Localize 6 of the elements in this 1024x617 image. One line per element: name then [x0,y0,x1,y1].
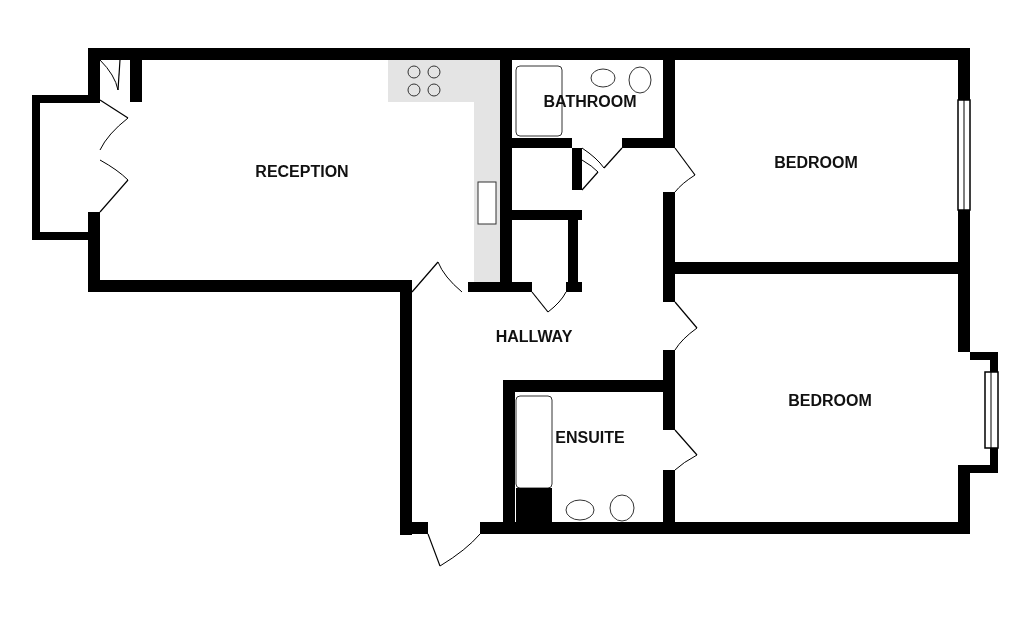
room-label: RECEPTION [255,163,349,181]
room-label: ENSUITE [555,429,625,447]
room-label: BEDROOM [774,154,858,172]
room-label: HALLWAY [495,328,573,346]
room-label: BEDROOM [788,392,872,410]
room-label: BATHROOM [543,93,637,111]
